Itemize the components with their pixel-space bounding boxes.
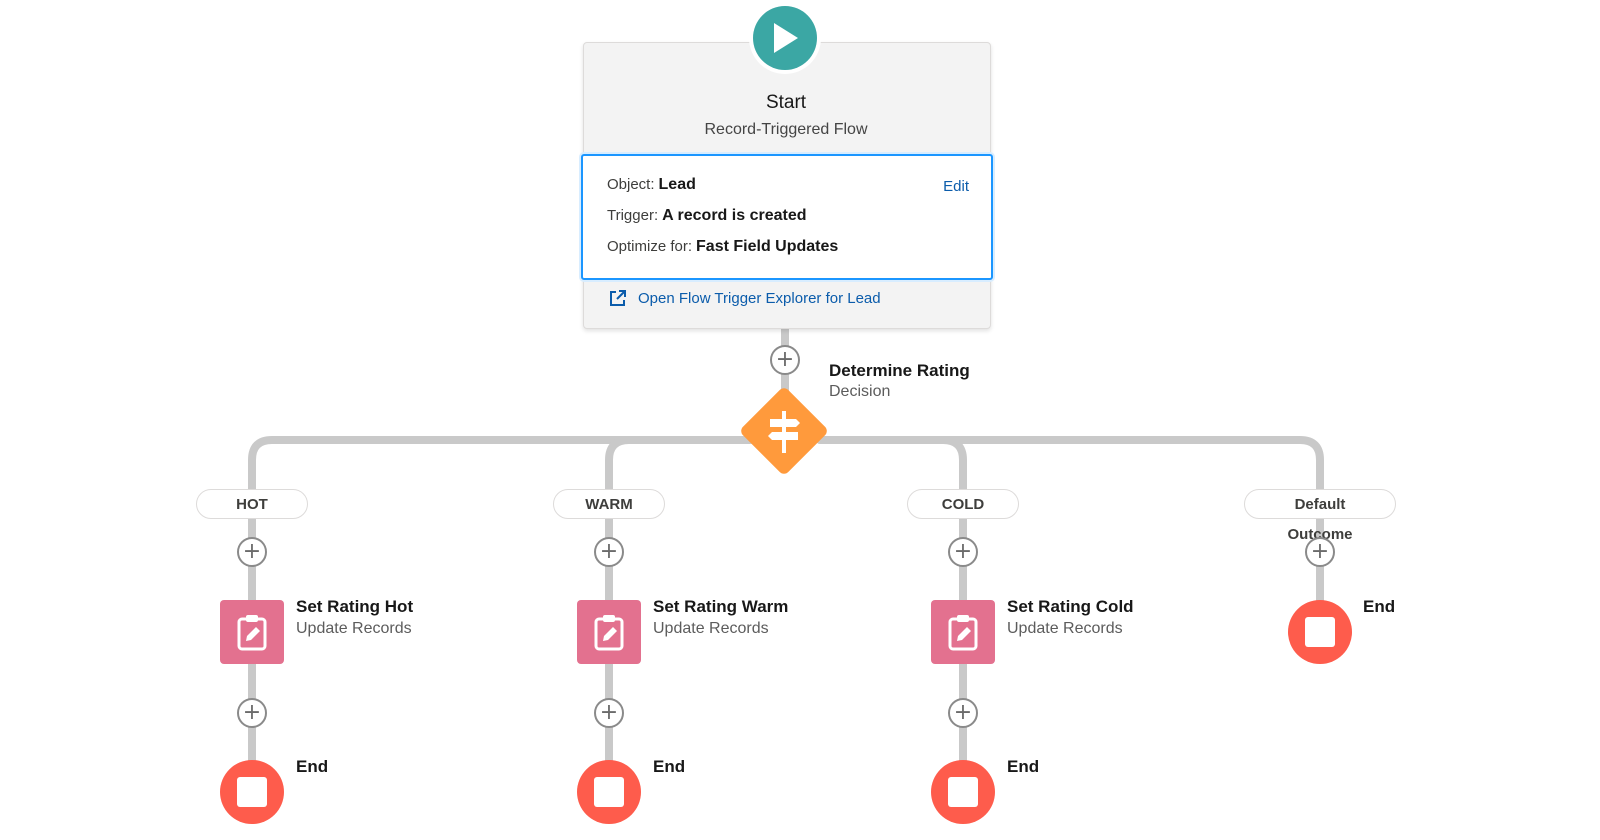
trigger-row: Trigger:A record is created [607, 207, 806, 225]
plus-icon: + [953, 539, 973, 564]
stop-icon [594, 777, 624, 807]
decision-subtitle: Decision [829, 383, 891, 400]
plus-icon: + [953, 700, 973, 725]
object-row: Object:Lead [607, 176, 696, 194]
update-subtitle-warm: Update Records [653, 620, 769, 637]
update-records-icon [948, 615, 978, 651]
start-node[interactable] [753, 6, 817, 70]
end-label-default: End [1363, 597, 1396, 616]
outcome-cold-pill[interactable]: COLD [907, 489, 1019, 519]
optimize-value: Fast Field Updates [696, 238, 839, 255]
outcome-warm-pill[interactable]: WARM [553, 489, 665, 519]
edit-link[interactable]: Edit [943, 178, 969, 195]
add-element-button[interactable]: + [948, 537, 978, 567]
end-node-default[interactable] [1288, 600, 1352, 664]
update-subtitle-hot: Update Records [296, 620, 412, 637]
optimize-row: Optimize for:Fast Field Updates [607, 238, 838, 256]
end-node-cold[interactable] [931, 760, 995, 824]
decision-signpost-icon [768, 411, 800, 453]
update-records-icon [237, 615, 267, 651]
update-title-cold: Set Rating Cold [1007, 597, 1134, 616]
plus-icon: + [599, 700, 619, 725]
outcome-hot-pill[interactable]: HOT [196, 489, 308, 519]
stop-icon [948, 777, 978, 807]
plus-icon: + [242, 700, 262, 725]
update-records-node-warm[interactable] [577, 600, 641, 664]
update-title-warm: Set Rating Warm [653, 597, 789, 616]
object-label: Object: [607, 176, 655, 193]
add-element-button[interactable]: + [237, 537, 267, 567]
update-records-icon [594, 615, 624, 651]
plus-icon: + [1310, 539, 1330, 564]
trigger-details-box[interactable]: Object:Lead Trigger:A record is created … [581, 154, 993, 280]
optimize-label: Optimize for: [607, 238, 693, 255]
outcome-default-pill[interactable]: Default Outcome [1244, 489, 1396, 543]
trigger-value: A record is created [662, 207, 807, 224]
add-element-button[interactable]: + [1305, 537, 1335, 567]
trigger-label: Trigger: [607, 207, 659, 224]
update-records-node-cold[interactable] [931, 600, 995, 664]
start-title: Start [765, 92, 807, 113]
external-link-icon [610, 290, 626, 306]
plus-icon: + [242, 539, 262, 564]
add-element-button[interactable]: + [594, 698, 624, 728]
update-title-hot: Set Rating Hot [296, 597, 414, 616]
update-records-node-hot[interactable] [220, 600, 284, 664]
end-node-hot[interactable] [220, 760, 284, 824]
end-label-warm: End [653, 757, 686, 776]
plus-icon: + [775, 347, 795, 372]
add-element-button[interactable]: + [237, 698, 267, 728]
stop-icon [1305, 617, 1335, 647]
add-element-button[interactable]: + [594, 537, 624, 567]
plus-icon: + [599, 539, 619, 564]
explorer-link-text: Open Flow Trigger Explorer for Lead [638, 289, 881, 307]
flow-trigger-explorer-link[interactable]: Open Flow Trigger Explorer for Lead [608, 288, 881, 308]
end-label-hot: End [296, 757, 329, 776]
connector-branch-default [816, 436, 1324, 604]
start-subtitle: Record-Triggered Flow [704, 121, 868, 138]
connector-branch-hot [248, 436, 754, 764]
play-icon [774, 23, 798, 53]
update-subtitle-cold: Update Records [1007, 620, 1123, 637]
stop-icon [237, 777, 267, 807]
connector-branch-warm [605, 436, 754, 764]
add-element-button[interactable]: + [770, 345, 800, 375]
end-node-warm[interactable] [577, 760, 641, 824]
object-value: Lead [658, 176, 696, 193]
end-label-cold: End [1007, 757, 1040, 776]
decision-title: Determine Rating [829, 361, 970, 380]
add-element-button[interactable]: + [948, 698, 978, 728]
